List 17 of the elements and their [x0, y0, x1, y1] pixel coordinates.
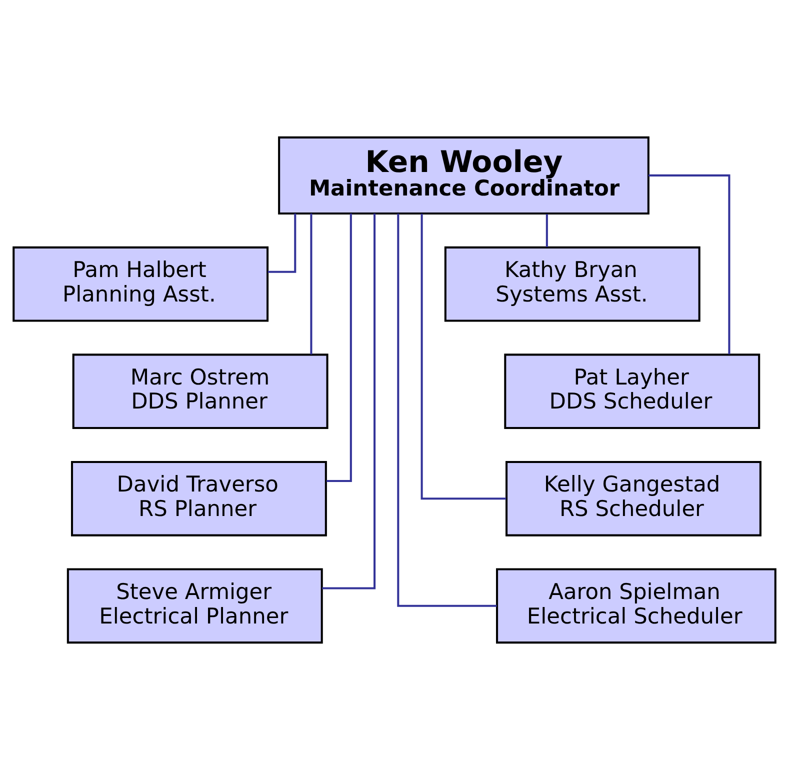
connector	[397, 213, 497, 606]
node-box: Pam Halbert Planning Asst.	[12, 246, 269, 322]
node-box: David Traverso RS Planner	[70, 460, 327, 536]
connector	[648, 174, 730, 354]
connector	[326, 213, 352, 482]
connector	[420, 213, 506, 500]
node-box: Ken Wooley Maintenance Coordinator	[278, 136, 650, 214]
node-box: Kelly Gangestad RS Scheduler	[506, 460, 762, 536]
connector	[546, 214, 548, 247]
connector	[310, 213, 312, 354]
connector	[322, 213, 376, 589]
node-box: Marc Ostrem DDS Planner	[72, 353, 328, 429]
node-box: Kathy Bryan Systems Asst.	[444, 246, 700, 322]
node-box: Steve Armiger Electrical Planner	[66, 568, 323, 644]
node-box: Aaron Spielman Electrical Scheduler	[496, 568, 776, 644]
node-box: Pat Layher DDS Scheduler	[504, 353, 760, 429]
connector	[268, 213, 296, 272]
